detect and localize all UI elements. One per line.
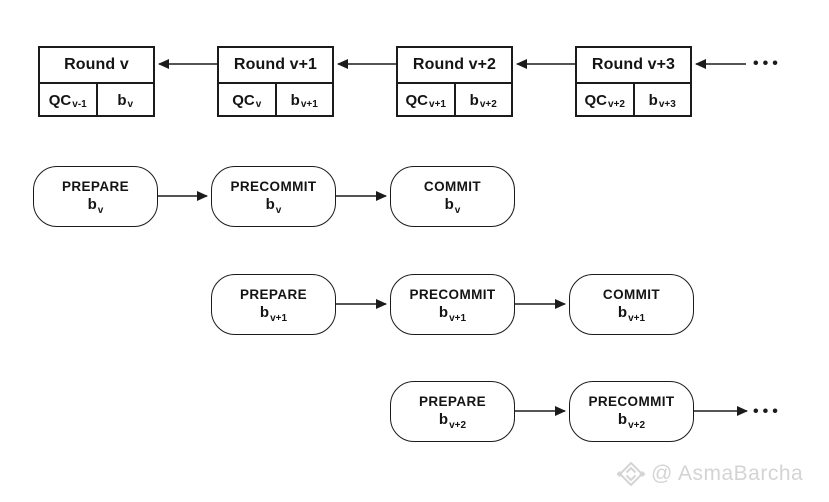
phase-node-prepare-v2: PREPARE bv+2 [390, 381, 515, 442]
block-label: b [617, 303, 628, 321]
block-label: b [87, 195, 97, 213]
qc-label: QC [405, 92, 429, 109]
phase-block: bv+1 [260, 303, 287, 324]
round-title: Round v+2 [398, 48, 511, 84]
phase-label: PRECOMMIT [588, 393, 675, 409]
phase-block: bv+2 [439, 410, 466, 431]
diamond-logo-icon [616, 461, 646, 487]
block-subscript: v+1 [300, 99, 318, 110]
round-title: Round v+1 [219, 48, 332, 84]
phase-node-precommit-v: PRECOMMIT bv [211, 166, 336, 227]
phase-label: PRECOMMIT [409, 286, 496, 302]
phase-node-prepare-v: PREPARE bv [33, 166, 158, 227]
qc-subscript: v+1 [429, 99, 446, 110]
block-subscript: v+3 [658, 99, 676, 110]
block-label: b [259, 303, 270, 321]
phase-label: PREPARE [418, 393, 487, 409]
block-subscript: v+1 [270, 312, 288, 324]
watermark: @ AsmaBarcha [616, 459, 803, 489]
watermark-text: @ AsmaBarcha [651, 462, 804, 485]
chain-ellipsis: ••• [753, 55, 782, 72]
phase-node-commit-v: COMMIT bv [390, 166, 515, 227]
block-subscript: v [127, 99, 134, 110]
phase-block: bv [445, 195, 461, 216]
phase-block: bv [88, 195, 104, 216]
block-subscript: v+1 [628, 312, 646, 324]
block-subscript: v [97, 204, 104, 216]
qc-subscript: v [255, 99, 262, 110]
block-label: b [469, 92, 479, 109]
block-label: b [117, 92, 127, 109]
block-subscript: v+2 [449, 419, 467, 431]
round-title: Round v [40, 48, 153, 84]
block-label: b [265, 195, 275, 213]
phase-block: bv+2 [618, 410, 645, 431]
block-subscript: v [275, 204, 282, 216]
phase-node-precommit-v1: PRECOMMIT bv+1 [390, 274, 515, 335]
phase-label: COMMIT [423, 178, 482, 194]
block-subscript: v [454, 204, 461, 216]
block-label: b [648, 92, 658, 109]
phase-label: PREPARE [239, 286, 308, 302]
round-title: Round v+3 [577, 48, 690, 84]
qc-label: QC [232, 92, 255, 109]
block-label: b [438, 410, 449, 428]
phase-node-precommit-v2: PRECOMMIT bv+2 [569, 381, 694, 442]
block-label: b [290, 92, 300, 109]
block-label: b [444, 195, 454, 213]
phase-block: bv [266, 195, 282, 216]
phase-node-prepare-v1: PREPARE bv+1 [211, 274, 336, 335]
qc-label: QC [584, 92, 608, 109]
block-subscript: v+1 [449, 312, 467, 324]
phase-node-commit-v1: COMMIT bv+1 [569, 274, 694, 335]
qc-label: QC [48, 92, 72, 109]
phase-label: COMMIT [602, 286, 661, 302]
block-subscript: v+2 [628, 419, 646, 431]
phase-label: PREPARE [61, 178, 130, 194]
block-label: b [617, 410, 628, 428]
block-label: b [438, 303, 449, 321]
phase-block: bv+1 [439, 303, 466, 324]
qc-subscript: v-1 [72, 99, 87, 110]
qc-subscript: v+2 [608, 99, 625, 110]
block-subscript: v+2 [479, 99, 497, 110]
phase-block: bv+1 [618, 303, 645, 324]
phase-label: PRECOMMIT [230, 178, 317, 194]
pipeline-ellipsis: ••• [753, 403, 782, 420]
